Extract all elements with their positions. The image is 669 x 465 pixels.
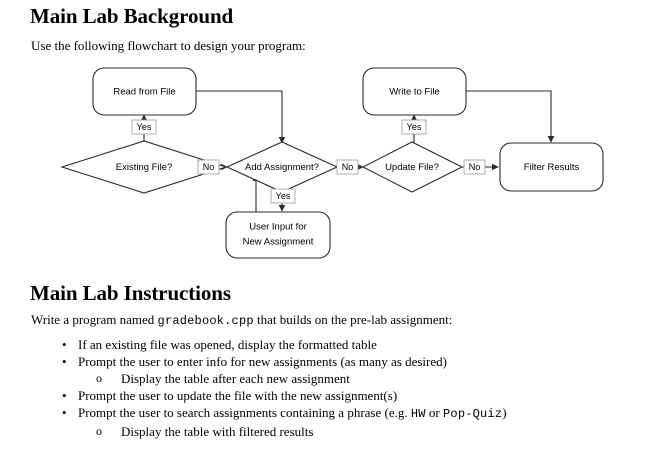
intro-text-before: Write a program named [31, 312, 158, 327]
sub-list: o Display the table with filtered result… [78, 423, 641, 440]
svg-text:No: No [469, 162, 481, 172]
flow-node-read-from-file: Read from File [92, 67, 197, 116]
svg-text:Yes: Yes [407, 122, 422, 132]
flow-node-user-input: User Input for New Assignment [225, 211, 331, 259]
flow-node-add-assignment-label: Add Assignment? [245, 162, 319, 173]
flow-node-user-input-label-line2: New Assignment [243, 237, 314, 248]
sub-list: o Display the table after each new assig… [78, 370, 641, 387]
edge-read-to-add [196, 90, 286, 144]
flow-node-write-to-file: Write to File [362, 67, 467, 116]
svg-text:Yes: Yes [276, 191, 291, 201]
sub-list-item-text: Display the table with filtered results [121, 424, 314, 439]
intro-text-after: that builds on the pre-lab assignment: [253, 312, 453, 327]
flow-node-write-to-file-label: Write to File [389, 87, 440, 98]
list-item-text: Prompt the user to update the file with … [78, 388, 398, 403]
sub-list-item: o Display the table after each new assig… [78, 370, 641, 387]
flowchart-diagram: Read from File (upwards) --> Add Assignm… [0, 55, 669, 270]
flow-node-add-assignment: Add Assignment? [225, 141, 339, 193]
sub-list-item: o Display the table with filtered result… [78, 423, 641, 440]
search-phrase-example-1: HW [410, 407, 426, 421]
list-item: • Prompt the user to search assignments … [31, 404, 641, 440]
bullet-glyph: • [62, 354, 67, 369]
flow-node-update-file: Update File? [361, 141, 464, 193]
edge-label-existing-no: No [197, 159, 220, 175]
edge-label-update-no: No [463, 159, 486, 175]
flow-node-read-from-file-label: Read from File [113, 87, 175, 98]
edge-label-add-yes: Yes [270, 188, 296, 204]
svg-text:Yes: Yes [137, 122, 152, 132]
list-item: • Prompt the user to enter info for new … [31, 353, 641, 387]
edge-write-to-filter [466, 90, 555, 143]
bullet-glyph: • [62, 405, 67, 420]
flow-node-user-input-label-line1: User Input for [249, 222, 307, 233]
edge-label-existing-yes: Yes [131, 119, 157, 135]
sub-bullet-glyph: o [96, 371, 102, 385]
instructions-bullet-list: • If an existing file was opened, displa… [31, 336, 641, 440]
background-intro-text: Use the following flowchart to design yo… [31, 38, 306, 53]
edge-label-update-yes: Yes [401, 119, 427, 135]
edge-label-add-no: No [336, 159, 359, 175]
instructions-intro-text: Write a program named gradebook.cpp that… [31, 312, 452, 329]
list-item-text-after: ) [502, 405, 507, 420]
list-item: • If an existing file was opened, displa… [31, 336, 641, 353]
flow-node-filter-results-label: Filter Results [524, 162, 580, 173]
flow-node-filter-results: Filter Results [499, 142, 604, 192]
list-item-text-middle: or [425, 405, 444, 420]
bullet-glyph: • [62, 337, 67, 352]
bullet-glyph: • [62, 388, 67, 403]
svg-text:No: No [342, 162, 354, 172]
list-item-text: Prompt the user to enter info for new as… [78, 354, 447, 369]
page-title-background: Main Lab Background [30, 4, 234, 28]
flow-node-update-file-label: Update File? [385, 162, 439, 173]
flow-node-existing-file-label: Existing File? [116, 162, 173, 173]
program-filename: gradebook.cpp [157, 314, 254, 328]
sub-bullet-glyph: o [96, 424, 102, 438]
svg-text:No: No [203, 162, 215, 172]
page-title-instructions: Main Lab Instructions [30, 281, 231, 305]
search-phrase-example-2: Pop-Quiz [443, 407, 503, 421]
list-item-text-before: Prompt the user to search assignments co… [78, 405, 411, 420]
list-item-text: If an existing file was opened, display … [78, 337, 377, 352]
sub-list-item-text: Display the table after each new assignm… [121, 371, 350, 386]
list-item: • Prompt the user to update the file wit… [31, 387, 641, 404]
